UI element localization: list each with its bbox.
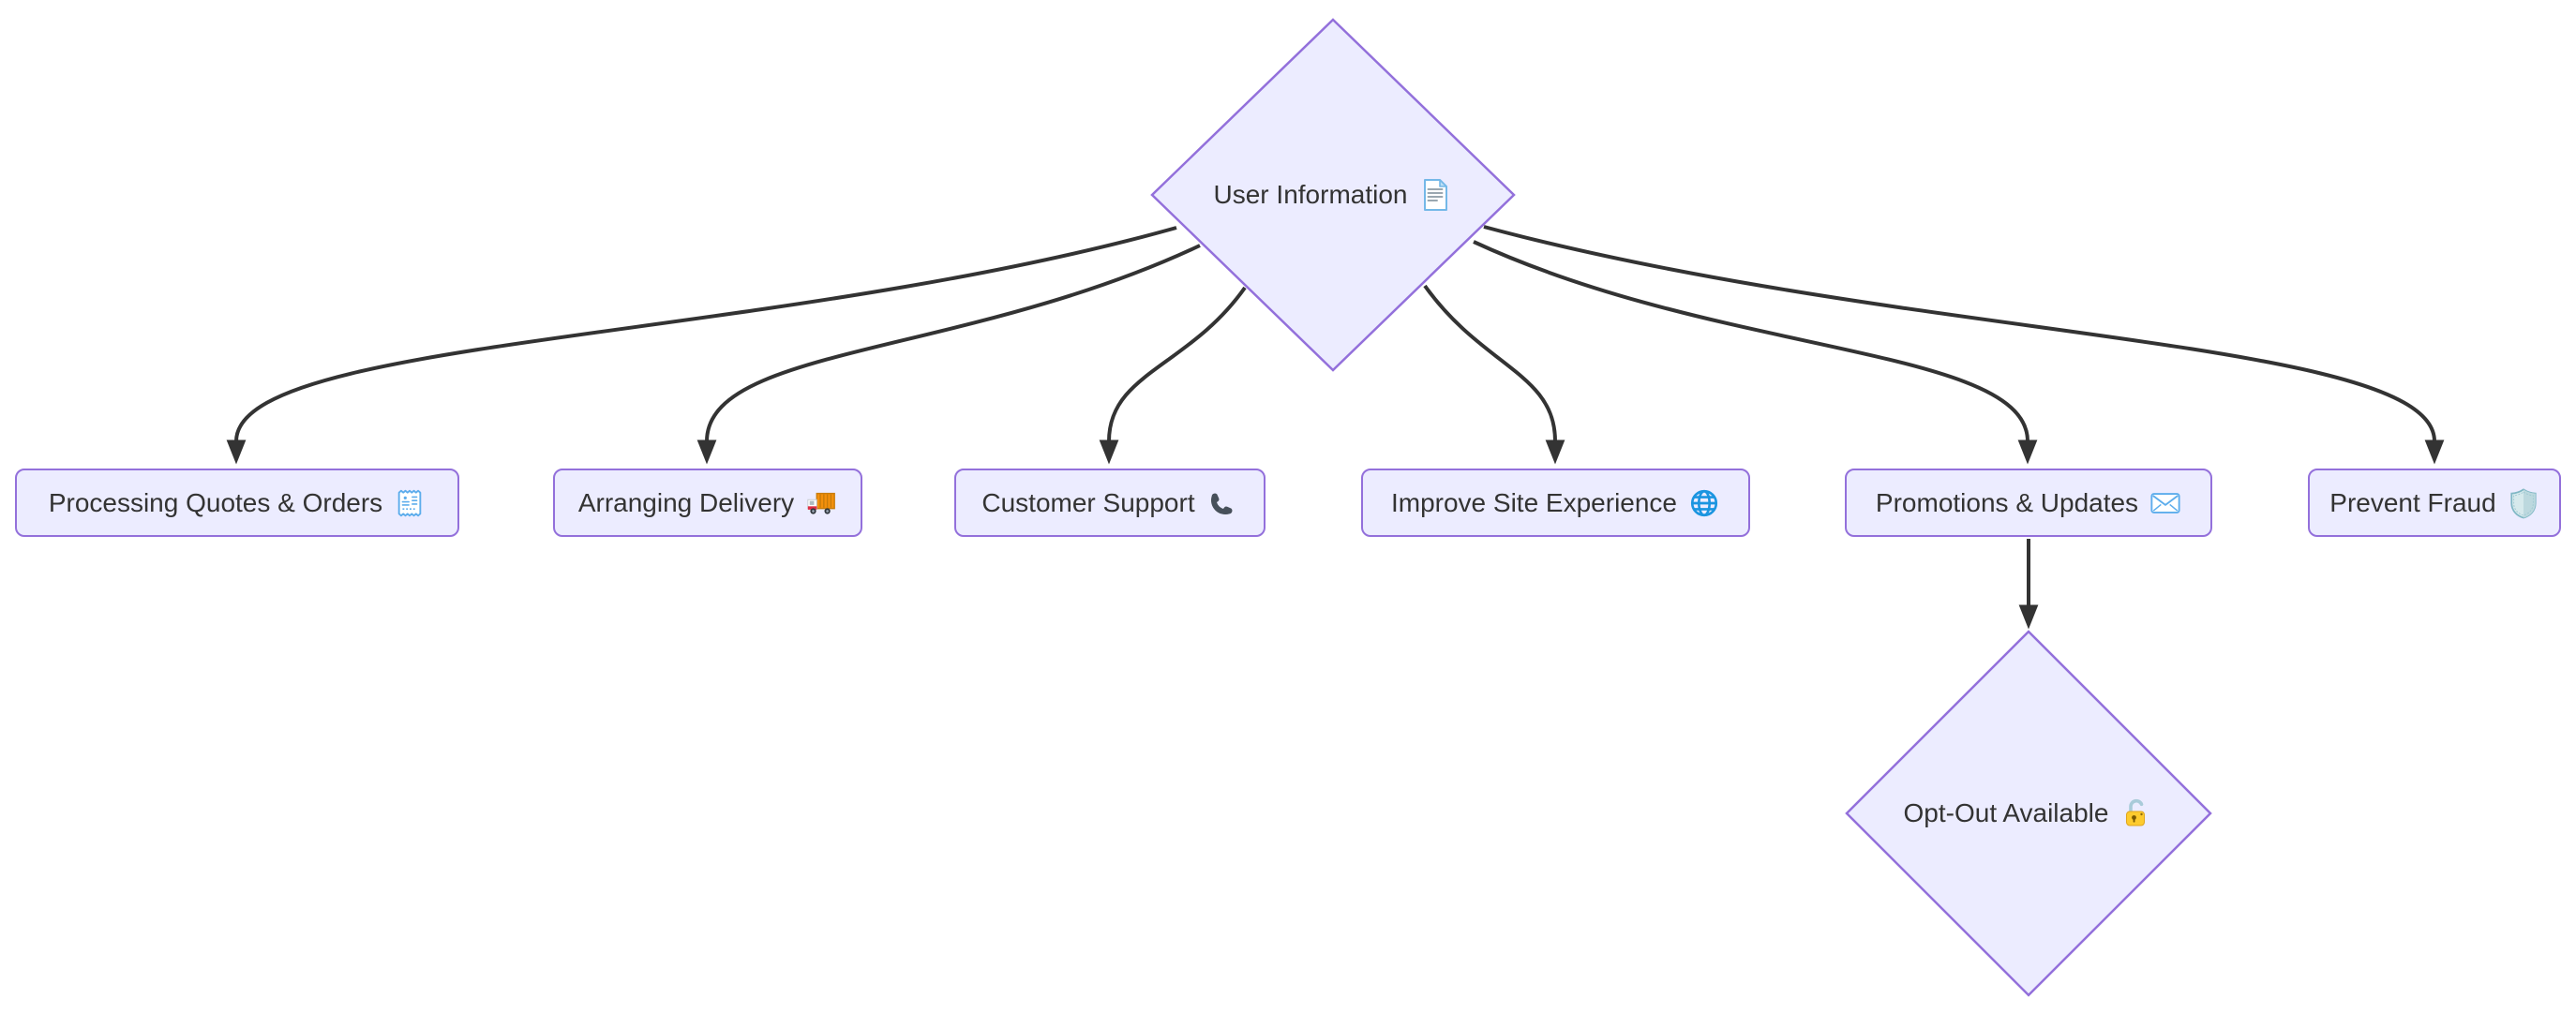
edge-user-information-to-improve-site-experience [1423, 284, 1565, 465]
node-opt-out-available-diamond [1845, 630, 2212, 997]
delivery-truck-icon [807, 492, 836, 514]
edge-user-information-to-prevent-fraud [1483, 225, 2445, 465]
edge-user-information-to-promotions-updates [1473, 240, 2038, 465]
receipt-icon [397, 489, 422, 516]
node-promotions-updates: Promotions & Updates [1845, 469, 2212, 537]
node-customer-support-label: Customer Support [981, 487, 1195, 517]
node-prevent-fraud-label: Prevent Fraud [2329, 487, 2496, 517]
node-prevent-fraud: Prevent Fraud [2308, 469, 2561, 537]
edge-user-information-to-processing-quotes-orders [226, 226, 1177, 465]
telephone-receiver-icon [1210, 493, 1233, 514]
node-arranging-delivery-label: Arranging Delivery [577, 487, 795, 517]
node-customer-support: Customer Support [954, 469, 1266, 537]
node-processing-quotes-orders: Processing Quotes & Orders [15, 469, 459, 537]
globe-icon [1690, 489, 1718, 516]
edge-user-information-to-arranging-delivery [696, 244, 1201, 465]
edge-user-information-to-customer-support [1099, 286, 1247, 465]
node-arranging-delivery: Arranging Delivery [553, 469, 862, 537]
node-improve-site-experience: Improve Site Experience [1361, 469, 1750, 537]
node-processing-quotes-orders-label: Processing Quotes & Orders [48, 487, 383, 517]
node-improve-site-experience-label: Improve Site Experience [1390, 487, 1678, 517]
node-promotions-updates-label: Promotions & Updates [1875, 487, 2139, 517]
envelope-icon [2150, 492, 2180, 513]
shield-icon [2510, 487, 2537, 518]
node-user-information-diamond [1150, 18, 1516, 372]
